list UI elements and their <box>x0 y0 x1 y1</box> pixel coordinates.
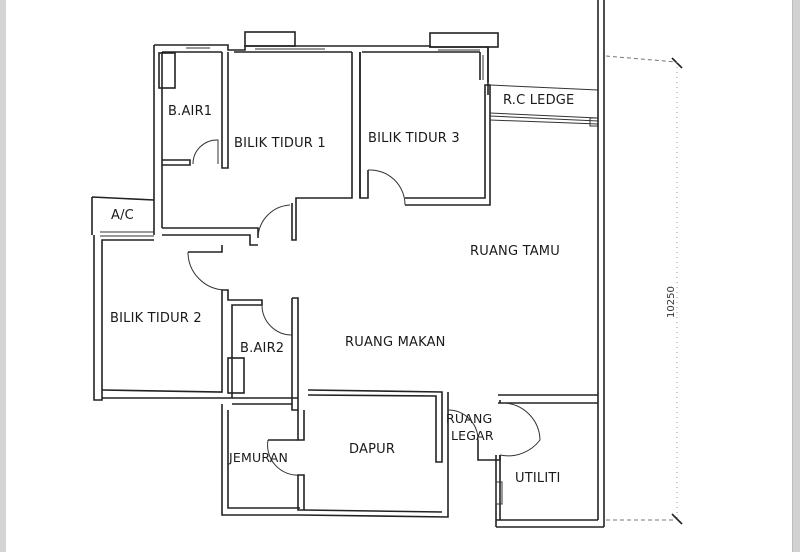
room-label-ruang-legar-2: LEGAR <box>451 428 494 443</box>
room-label-jemuran: JEMURAN <box>229 450 288 465</box>
room-label-utiliti: UTILITI <box>515 471 561 486</box>
room-label-bilik-tidur-1: BILIK TIDUR 1 <box>234 136 326 151</box>
room-label-rc-ledge: R.C LEDGE <box>503 93 575 108</box>
room-label-bilik-tidur-2: BILIK TIDUR 2 <box>110 311 202 326</box>
room-label-ruang-tamu: RUANG TAMU <box>470 244 560 259</box>
wc-fixture-1 <box>158 52 176 89</box>
room-label-ac: A/C <box>111 208 134 223</box>
bay-window-1 <box>244 31 296 47</box>
wc-fixture-2 <box>227 357 245 394</box>
right-edge-strip <box>792 0 800 552</box>
room-label-b-air-2: B.AIR2 <box>240 341 285 356</box>
bay-window-3 <box>429 32 499 48</box>
dimension-label: 10250 <box>666 286 677 318</box>
room-label-bilik-tidur-3: BILIK TIDUR 3 <box>368 131 460 146</box>
room-label-dapur: DAPUR <box>349 442 396 457</box>
room-label-ruang-makan: RUANG MAKAN <box>345 335 446 350</box>
room-label-b-air-1: B.AIR1 <box>168 104 213 119</box>
room-label-ruang-legar-1: RUANG <box>446 411 493 426</box>
left-edge-strip <box>0 0 6 552</box>
